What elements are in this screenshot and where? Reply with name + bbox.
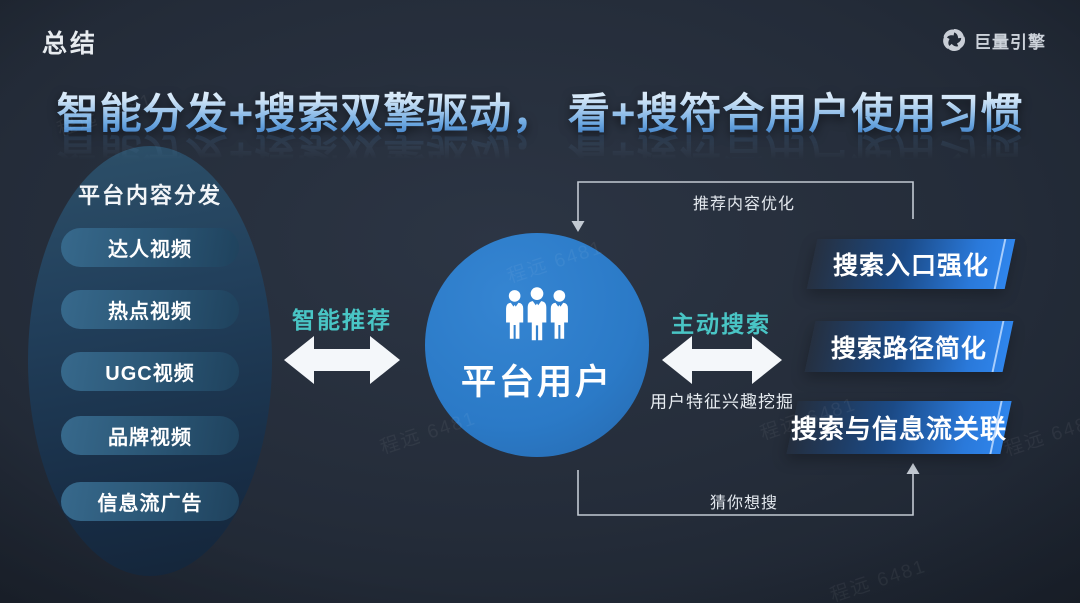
logo-text: 巨量引擎 (974, 32, 1046, 52)
banner-search-feed-link: 搜索与信息流关联 (786, 401, 1012, 454)
slide-title-reflection: 智能分发+搜索双擎驱动， 看+搜符合用户使用习惯 (0, 126, 1080, 187)
page-title: 总结 (42, 30, 99, 58)
pill-ugc-video: UGC视频 (61, 352, 239, 391)
right-double-arrow-icon (662, 336, 782, 384)
pill-talent-video: 达人视频 (61, 228, 239, 267)
logo: 巨量引擎 (941, 27, 1046, 53)
pill-feed-ads: 信息流广告 (61, 482, 239, 521)
oceanengine-logo-icon (943, 29, 966, 52)
banner-search-feed-link-label: 搜索与信息流关联 (791, 414, 1008, 444)
top-loop-arrowhead-icon (571, 221, 585, 232)
platform-user-circle: 平台用户 (425, 233, 649, 457)
banner-search-path-label: 搜索路径简化 (830, 334, 987, 363)
pill-brand-video: 品牌视频 (61, 416, 239, 455)
content-distribution-panel: 平台内容分发 达人视频 热点视频 UGC视频 品牌视频 信息流广告 (28, 146, 272, 576)
banner-search-entrance-label: 搜索入口强化 (832, 252, 989, 280)
label-user-interest-mining: 用户特征兴趣挖掘 (650, 392, 794, 412)
label-recommend-optimization: 推荐内容优化 (692, 196, 796, 213)
watermark: 程远 6481 (827, 556, 929, 603)
left-double-arrow-icon (284, 336, 400, 384)
platform-user-label: 平台用户 (460, 362, 613, 402)
label-smart-recommend: 智能推荐 (292, 307, 392, 333)
watermark: 程远 6481 (1001, 410, 1080, 461)
bottom-loop-arrowhead-icon (906, 463, 920, 474)
title-area: 智能分发+搜索双擎驱动， 看+搜符合用户使用习惯 智能分发+搜索双擎驱动， 看+… (0, 80, 1080, 177)
slide-title: 智能分发+搜索双擎驱动， 看+搜符合用户使用习惯 (0, 80, 1080, 141)
users-icon (506, 286, 568, 340)
banner-search-path: 搜索路径简化 (804, 321, 1014, 372)
label-active-search: 主动搜索 (671, 311, 771, 337)
banner-search-entrance: 搜索入口强化 (806, 239, 1016, 289)
pill-hot-video: 热点视频 (61, 290, 239, 329)
label-guess-search: 猜你想搜 (709, 495, 779, 512)
left-panel-title: 平台内容分发 (77, 183, 222, 208)
